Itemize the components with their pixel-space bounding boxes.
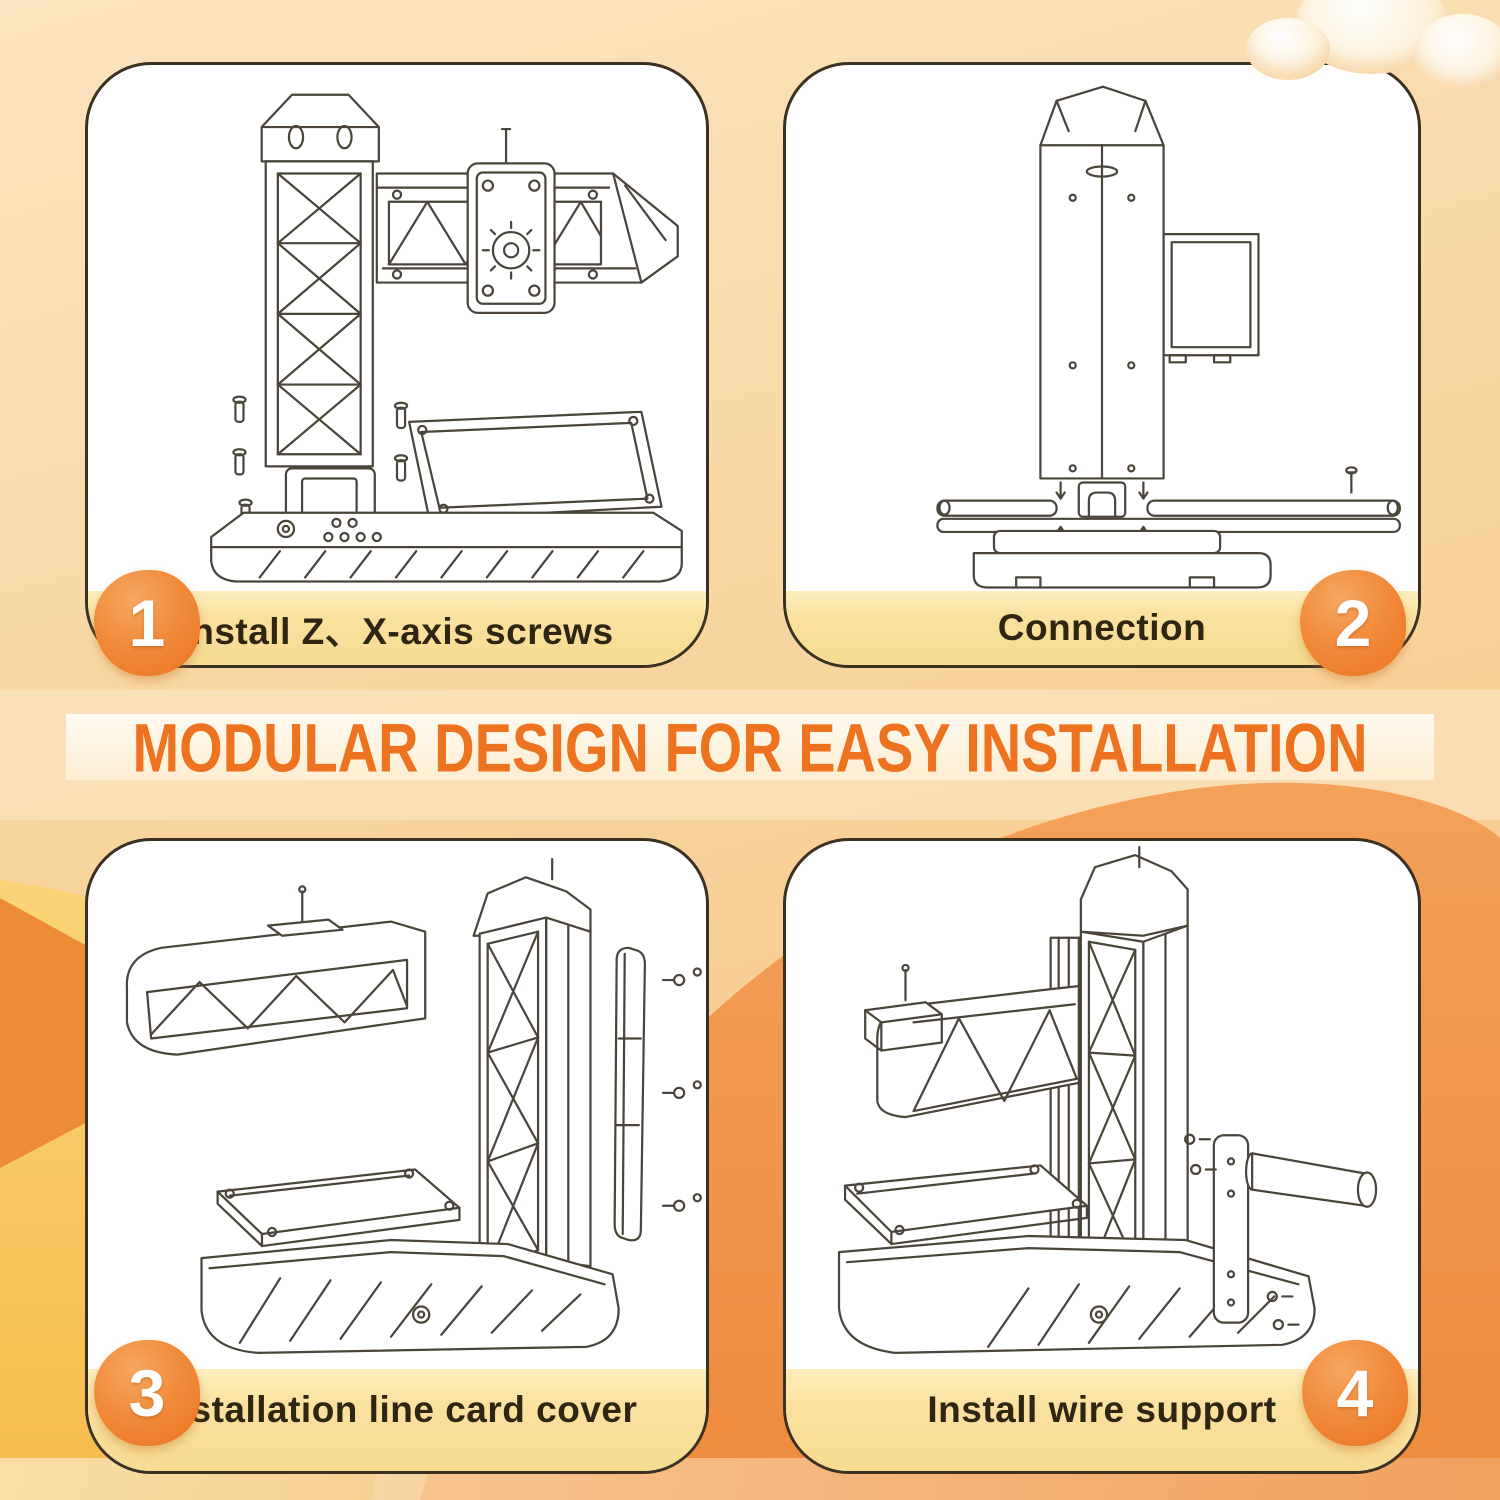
screw-icons (661, 967, 702, 1212)
step-3-label: Installation line card cover (156, 1389, 638, 1430)
step-2-label: Connection (997, 607, 1207, 648)
cloud-icon (1414, 14, 1500, 92)
printer-line-card-cover-illustration (88, 841, 706, 1369)
step-1-number-badge: 1 (94, 570, 200, 676)
step-4-number-badge: 4 (1302, 1340, 1408, 1446)
step-3-number-badge: 3 (94, 1340, 200, 1446)
step-4-label: Install wire support (927, 1389, 1277, 1430)
screw-icons (232, 395, 409, 527)
step-4-label-bar: Install wire support (786, 1369, 1418, 1471)
title-banner: MODULAR DESIGN FOR EASY INSTALLATION (66, 709, 1434, 785)
step-2-number-badge: 2 (1300, 570, 1406, 676)
printer-wire-support-illustration (786, 841, 1418, 1369)
step-1-label: Install Z、X-axis screws (180, 611, 614, 652)
cloud-icon (1246, 18, 1330, 80)
title-text: MODULAR DESIGN FOR EASY INSTALLATION (132, 708, 1368, 786)
printer-front-view-illustration (88, 65, 706, 591)
step-1-panel: Install Z、X-axis screws (85, 62, 709, 668)
screw-icons (1184, 1133, 1300, 1331)
step-4-panel: Install wire support (783, 838, 1421, 1474)
printer-side-view-illustration (786, 65, 1418, 591)
